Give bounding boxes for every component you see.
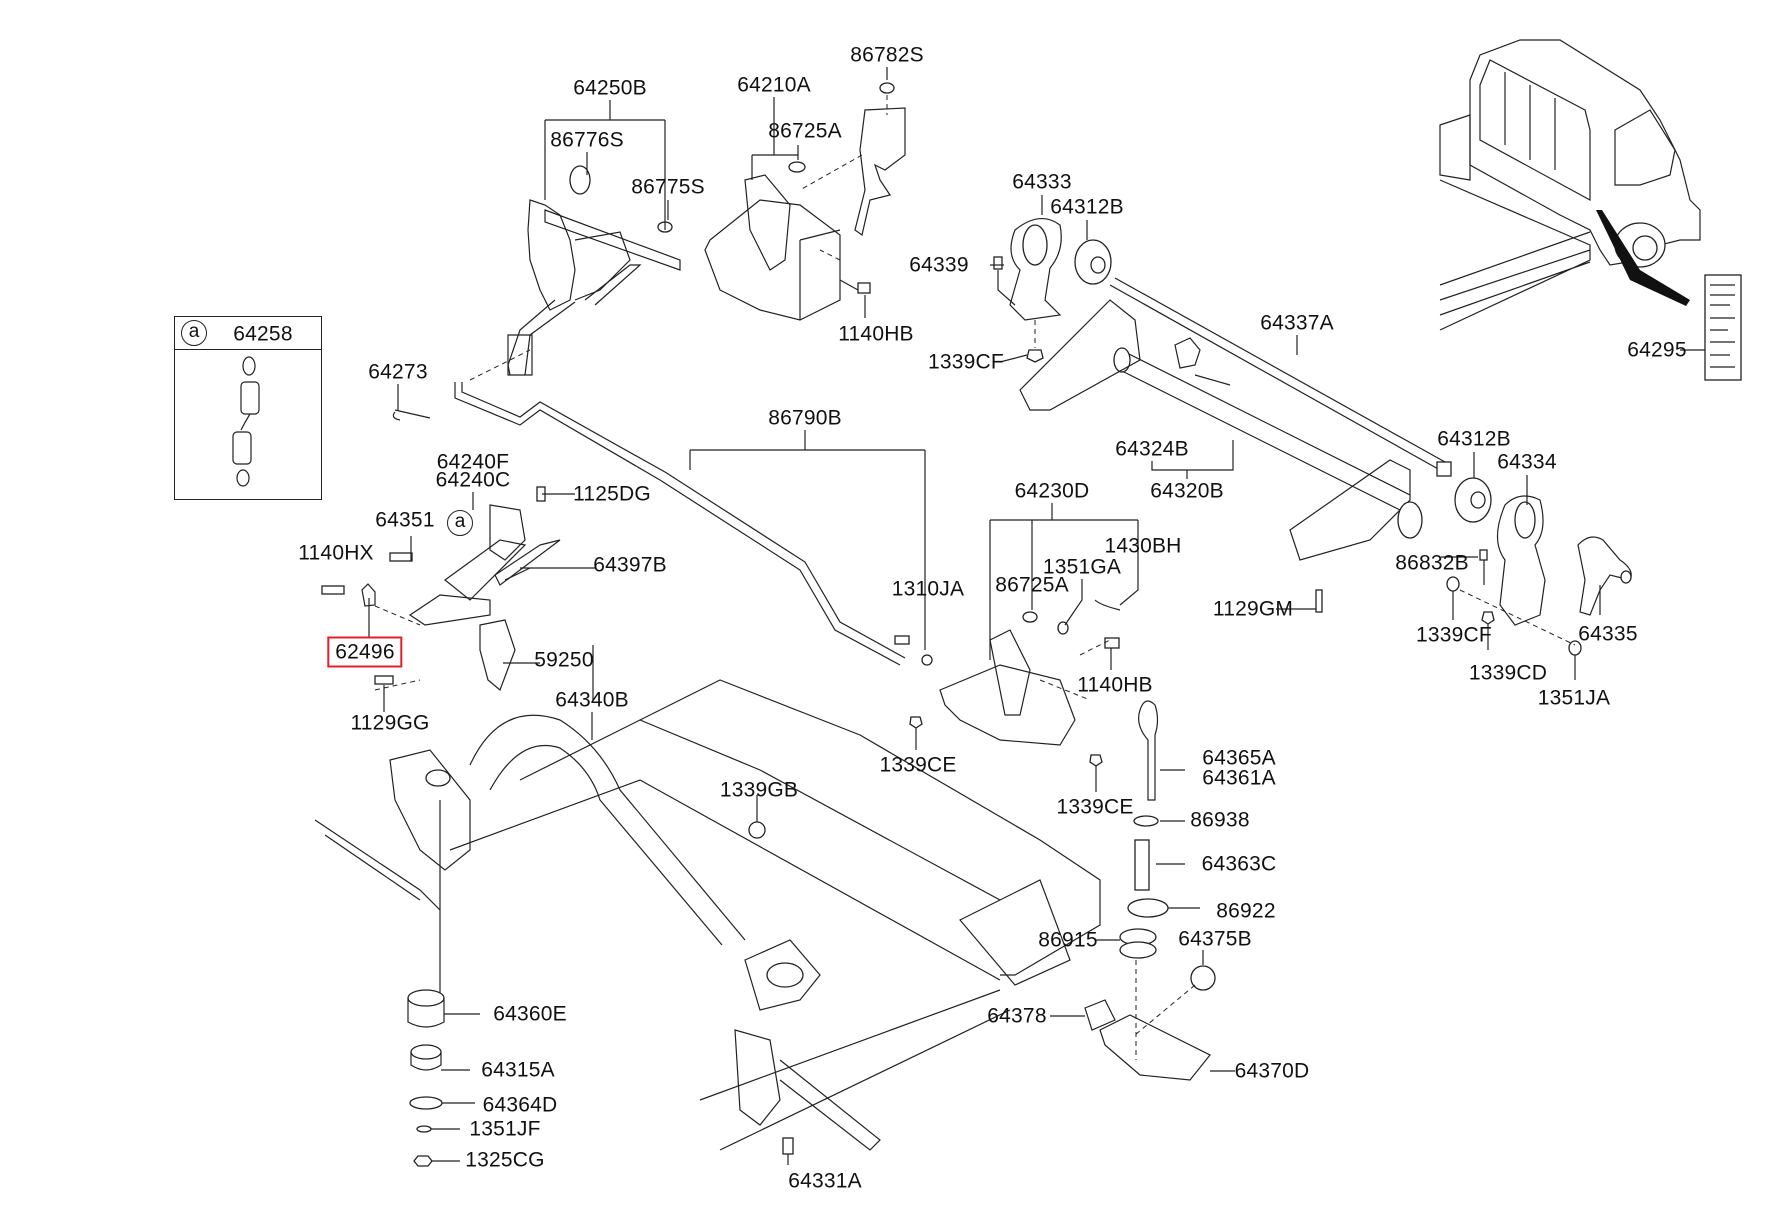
part-label-1339gb[interactable]: 1339GB	[719, 778, 799, 802]
part-label-64378[interactable]: 64378	[987, 1004, 1047, 1028]
part-label-64324b[interactable]: 64324B	[1115, 437, 1189, 461]
part-label-64250b[interactable]: 64250B	[573, 76, 647, 100]
latch-lower-drawing	[909, 599, 1121, 792]
part-label-64351[interactable]: 64351	[375, 508, 435, 532]
part-label-86782s[interactable]: 86782S	[850, 43, 924, 67]
part-label-1129gg[interactable]: 1129GG	[350, 711, 430, 735]
part-label-64240c[interactable]: 64240C	[435, 468, 511, 492]
bolt-1140hb-top-drawing	[819, 249, 871, 318]
leader-lines	[397, 67, 1528, 740]
part-label-64370d[interactable]: 64370D	[1234, 1059, 1310, 1083]
part-label-1339ce-left[interactable]: 1339CE	[879, 753, 957, 777]
part-label-64210a[interactable]: 64210A	[737, 73, 811, 97]
right-knuckle-drawing	[1276, 477, 1632, 680]
inset-header: a 64258	[175, 317, 321, 350]
part-label-86775s[interactable]: 86775S	[631, 175, 705, 199]
mid-bracket-64240-drawing	[321, 486, 595, 712]
part-label-64335[interactable]: 64335	[1578, 622, 1638, 646]
axle-bracket-64333-drawing	[990, 218, 1112, 363]
part-label-62496[interactable]: 62496	[327, 636, 403, 668]
part-label-64312b-top[interactable]: 64312B	[1050, 195, 1124, 219]
part-label-64333[interactable]: 64333	[1012, 170, 1072, 194]
part-label-1140hb-mid[interactable]: 1140HB	[1077, 673, 1153, 697]
part-label-1339cf-top[interactable]: 1339CF	[928, 350, 1004, 374]
mount-stack-left-drawing	[407, 795, 794, 1167]
part-label-64339[interactable]: 64339	[909, 253, 969, 277]
part-label-86776s[interactable]: 86776S	[550, 128, 624, 152]
part-label-64320b[interactable]: 64320B	[1150, 479, 1224, 503]
part-label-1339cf-right[interactable]: 1339CF	[1416, 623, 1492, 647]
part-label-64240f[interactable]: 64240F	[436, 450, 510, 474]
part-label-86938[interactable]: 86938	[1190, 808, 1250, 832]
part-label-59250[interactable]: 59250	[534, 648, 594, 672]
part-label-1430bh[interactable]: 1430BH	[1104, 534, 1182, 558]
part-label-86915[interactable]: 86915	[1038, 928, 1098, 952]
part-label-1129gm[interactable]: 1129GM	[1212, 597, 1294, 621]
part-label-1339ce-right[interactable]: 1339CE	[1056, 795, 1134, 819]
chassis-frame-drawing	[314, 679, 1101, 1151]
part-label-86725a-mid[interactable]: 86725A	[995, 573, 1069, 597]
callout-marker-a: a	[447, 510, 473, 536]
part-label-1310ja[interactable]: 1310JA	[891, 577, 965, 601]
part-label-86725a-top[interactable]: 86725A	[768, 119, 842, 143]
mount-stack-drawing	[1050, 700, 1235, 1081]
part-label-64397b[interactable]: 64397B	[593, 553, 667, 577]
part-label-64312b-right[interactable]: 64312B	[1437, 427, 1511, 451]
part-label-86832b[interactable]: 86832B	[1395, 551, 1469, 575]
part-label-1125dg[interactable]: 1125DG	[573, 482, 651, 506]
latch-top-drawing	[704, 161, 841, 321]
part-label-64334[interactable]: 64334	[1497, 450, 1557, 474]
part-label-1140hb-top[interactable]: 1140HB	[838, 322, 914, 346]
part-label-86790b[interactable]: 86790B	[768, 406, 842, 430]
part-label-1351ja[interactable]: 1351JA	[1537, 686, 1611, 710]
inset-box-64258: a 64258	[174, 316, 322, 500]
part-label-64230d[interactable]: 64230D	[1014, 479, 1090, 503]
part-label-64337a[interactable]: 64337A	[1260, 311, 1334, 335]
part-label-64364d[interactable]: 64364D	[482, 1093, 558, 1117]
part-label-1351ga[interactable]: 1351GA	[1042, 555, 1122, 579]
part-label-64361a[interactable]: 64361A	[1202, 766, 1276, 790]
part-label-64295[interactable]: 64295	[1627, 338, 1687, 362]
part-label-1325cg[interactable]: 1325CG	[465, 1148, 545, 1172]
part-label-64340b[interactable]: 64340B	[555, 688, 629, 712]
part-label-64315a[interactable]: 64315A	[481, 1058, 555, 1082]
spring-assembly-drawing	[232, 356, 260, 487]
part-label-64363c[interactable]: 64363C	[1201, 852, 1277, 876]
part-label-64360e[interactable]: 64360E	[493, 1002, 567, 1026]
cable-86790b-drawing	[392, 349, 933, 666]
truck-illustration	[1439, 39, 1742, 381]
part-label-86922[interactable]: 86922	[1216, 899, 1276, 923]
part-label-64375b[interactable]: 64375B	[1178, 927, 1252, 951]
inset-part-label: 64258	[233, 322, 293, 346]
lever-86782s-drawing	[799, 82, 906, 237]
part-label-1339cd[interactable]: 1339CD	[1468, 661, 1548, 685]
part-label-64365a[interactable]: 64365A	[1202, 746, 1276, 770]
part-label-64273[interactable]: 64273	[368, 360, 428, 384]
axle-beam-drawing	[1019, 277, 1452, 561]
inset-marker-a: a	[181, 320, 207, 346]
part-label-1140hx[interactable]: 1140HX	[298, 541, 374, 565]
part-label-64331a[interactable]: 64331A	[788, 1169, 862, 1193]
part-label-1351jf[interactable]: 1351JF	[469, 1117, 541, 1141]
